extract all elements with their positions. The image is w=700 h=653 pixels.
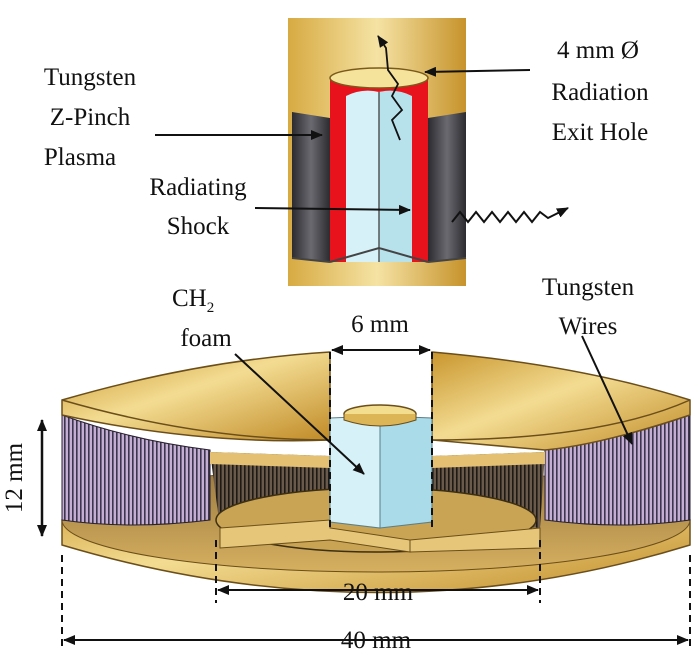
label-12mm: 12 mm [1, 442, 28, 513]
leader-wires [581, 335, 633, 445]
label-foam: foam [180, 325, 232, 352]
foam-core-right [379, 90, 412, 263]
label-6mm: 6 mm [351, 311, 409, 338]
foam-cylinder-left [329, 415, 381, 529]
inset-zpinch [288, 18, 569, 286]
top-electrode-left [61, 351, 331, 442]
radiation-exit-ray [377, 35, 404, 141]
label-20mm: 20 mm [343, 579, 414, 606]
dimension-lines [37, 345, 691, 650]
leader-exit-hole [424, 66, 531, 77]
leader-foam [234, 353, 365, 475]
label-ch2: CH2 [172, 285, 214, 316]
label-shock: Shock [167, 213, 230, 240]
label-plasma: Plasma [44, 144, 116, 171]
exit-hole-rim [329, 67, 429, 89]
label-tungsten: Tungsten [44, 64, 137, 91]
outer-wires-left [61, 414, 211, 526]
foam-core-left [346, 90, 379, 263]
label-tungsten-wires-2: Wires [559, 313, 618, 340]
label-radiation: Radiation [551, 79, 649, 106]
labels: Tungsten Z-Pinch Plasma 4 mm Ø Radiation… [1, 37, 649, 653]
label-zpinch: Z-Pinch [50, 104, 131, 131]
leader-arrows [155, 66, 633, 475]
label-40mm: 40 mm [341, 627, 412, 653]
plasma-left-wall [292, 112, 330, 262]
label-tungsten-wires-1: Tungsten [542, 274, 635, 301]
label-radiating: Radiating [149, 174, 247, 201]
foam-cylinder-right [379, 415, 433, 529]
wire-array-disk [61, 351, 691, 594]
plasma-right-wall [428, 112, 466, 262]
label-exit-hole: Exit Hole [552, 119, 649, 146]
radiation-side-ray [451, 207, 569, 224]
leader-shock [254, 204, 411, 215]
label-4mm: 4 mm Ø [557, 37, 639, 64]
